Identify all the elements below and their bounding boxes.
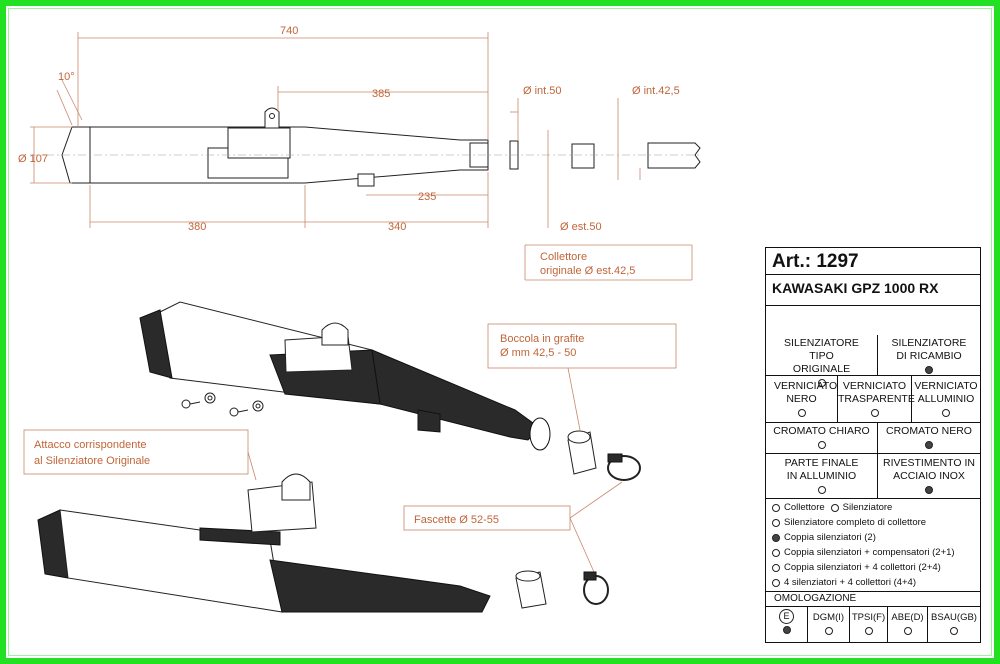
bottom-silencer [37,473,609,613]
type-spare-radio [925,366,933,374]
dim-380: 380 [188,221,206,233]
option-pair-4: Coppia silenziatori + 4 collettori (2+4) [772,560,955,575]
dim-est-50: Ø est.50 [560,221,602,233]
art-label: Art.: [772,251,812,272]
callout-boccola-1: Boccola in grafite [500,333,584,345]
dim-385: 385 [372,88,390,100]
omologazione-label: OMOLOGAZIONE [774,593,857,604]
bolts [181,392,264,417]
e-mark-radio [782,626,791,634]
tpsi-radio [864,627,873,635]
dim-int-50: Ø int.50 [523,85,562,97]
omologazione-row: OMOLOGAZIONE E DGM(I) TPSI(F) ABE(D) BSA… [766,592,980,642]
dim-overall-length: 740 [280,25,298,37]
callout-collettore-1: Collettore [540,251,587,263]
model-row: KAWASAKI GPZ 1000 RX [766,275,980,306]
dim-angle: 10° [58,71,75,83]
finish-row: VERNICIATO NERO VERNICIATO TRASPARENTE V… [766,376,980,423]
type-spare-label: SILENZIATORE DI RICAMBIO [891,337,967,362]
dimension-lines [30,32,693,281]
dim-235: 235 [418,191,436,203]
chrome-row: CROMATO CHIARO CROMATO NERO [766,423,980,454]
dgm-label: DGM(I) [812,612,845,623]
finish-transparent-radio [870,409,879,417]
end-alu-label: PARTE FINALE IN ALLUMINIO [784,457,859,482]
chrome-light-label: CROMATO CHIARO [773,425,870,437]
dim-int-42: Ø int.42,5 [632,85,680,97]
isometric-silencer [139,301,641,481]
options-row: Collettore Silenziatore Silenziatore com… [766,499,980,592]
finish-aluminium-radio [942,409,950,417]
callout-collettore-2: originale Ø est.42,5 [540,265,635,277]
callout-attacco-2: al Silenziatore Originale [34,455,150,467]
options-list: Collettore Silenziatore Silenziatore com… [772,500,955,590]
spec-table: Art.: 1297 KAWASAKI GPZ 1000 RX SILENZIA… [765,247,981,643]
type-row: SILENZIATORE TIPO ORIGINALE SILENZIATORE… [766,335,980,387]
finish-black-label: VERNICIATO NERO [774,380,838,405]
abe-label: ABE(D) [891,612,924,623]
type-original-radio [817,379,826,387]
bsau-label: BSAU(GB) [931,612,977,623]
finish-transparent-label: VERNICIATO TRASPARENTE [838,380,915,405]
type-original-label: SILENZIATORE TIPO ORIGINALE [784,337,859,375]
art-row: Art.: 1297 [766,248,980,275]
bsau-radio [950,627,958,635]
model-name: KAWASAKI GPZ 1000 RX [772,280,939,296]
chrome-black-radio [925,441,933,449]
callout-attacco-1: Attacco corrispondente [34,439,147,451]
option-pair-comp: Coppia silenziatori + compensatori (2+1) [772,545,955,560]
chrome-black-label: CROMATO NERO [886,425,972,437]
callout-boxes [23,323,677,573]
material-row: PARTE FINALE IN ALLUMINIO RIVESTIMENTO I… [766,454,980,499]
option-complete: Silenziatore completo di collettore [772,515,955,530]
e-mark-icon: E [779,609,794,624]
finish-black-radio [797,409,806,417]
callout-boccola-2: Ø mm 42,5 - 50 [500,347,576,359]
dim-340: 340 [388,221,406,233]
dim-diameter: Ø 107 [18,153,48,165]
option-pair: Coppia silenziatori (2) [772,530,955,545]
callout-fascette: Fascette Ø 52-55 [414,514,499,526]
abe-radio [903,627,912,635]
art-number: 1297 [816,251,859,272]
finish-aluminium-label: VERNICIATO ALLUMINIO [914,380,978,405]
chrome-light-radio [817,441,826,449]
dgm-radio [824,627,833,635]
top-silencer-view [30,107,701,187]
inox-label: RIVESTIMENTO IN ACCIAIO INOX [883,457,975,482]
inox-radio [925,486,933,494]
option-collettore-silenziatore: Collettore Silenziatore [772,500,955,515]
end-alu-radio [817,486,826,494]
option-4-4: 4 silenziatori + 4 collettori (4+4) [772,575,955,590]
tpsi-label: TPSI(F) [851,612,886,623]
